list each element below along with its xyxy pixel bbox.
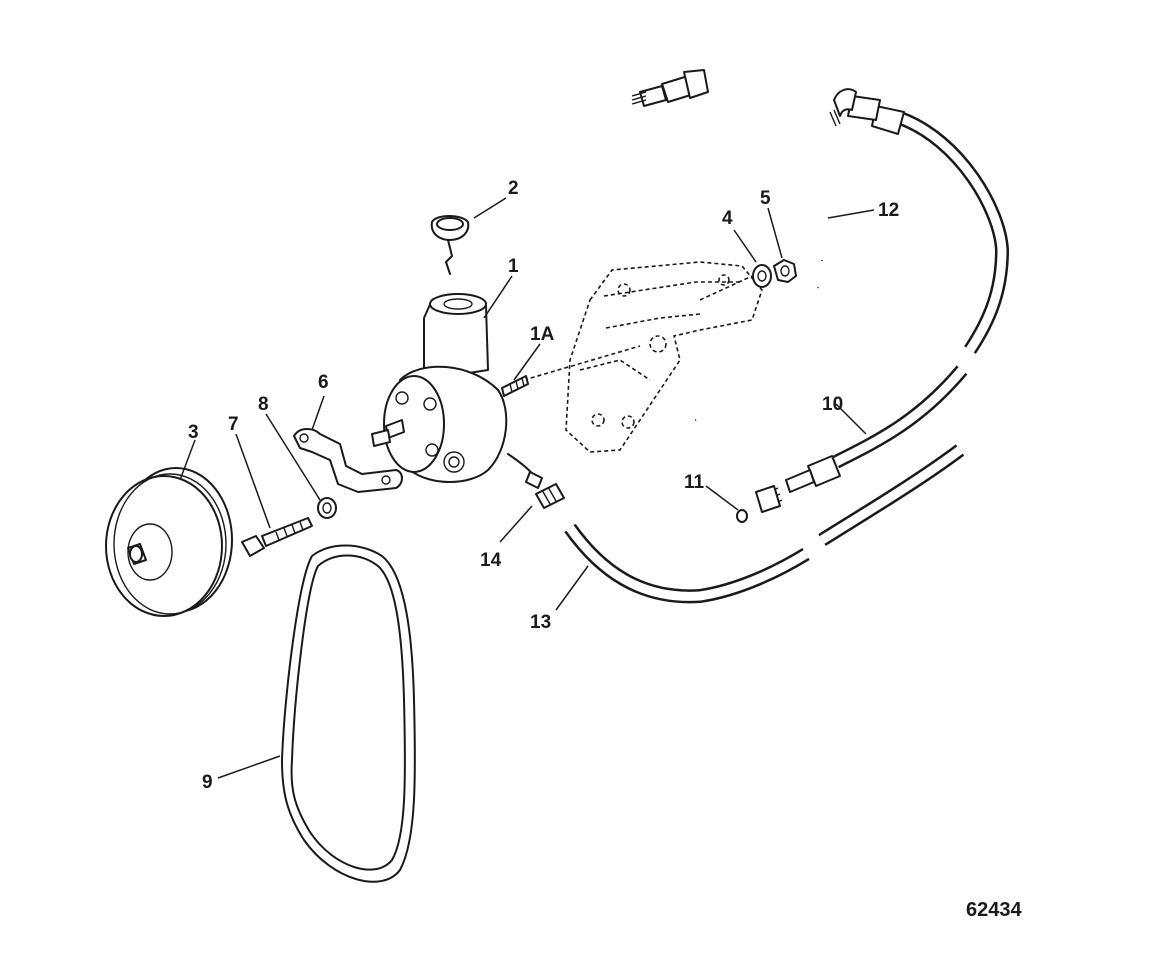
lock-washer-part-8: [317, 497, 337, 519]
callout-9: 9: [202, 772, 213, 793]
callout-10: 10: [822, 394, 843, 415]
callout-5: 5: [760, 188, 771, 209]
callout-2: 2: [508, 178, 519, 199]
bolt-part-7: [241, 517, 313, 557]
callout-11: 11: [684, 472, 705, 493]
callout-4: 4: [722, 208, 733, 229]
leader-lines: [179, 197, 875, 779]
pump-bracket-part-6: [293, 428, 403, 493]
drive-belt-part-9: [281, 544, 416, 883]
figure-number: 62434: [966, 899, 1022, 921]
callout-7: 7: [228, 414, 239, 435]
nut-part-5: [773, 259, 797, 283]
alignment-line: [523, 345, 641, 381]
callout-12: 12: [878, 200, 899, 221]
callout-14: 14: [480, 550, 502, 571]
washer-part-4: [752, 264, 772, 288]
pressure-hose-part-12: [631, 69, 827, 424]
mounting-bracket: [565, 261, 763, 453]
suction-hose-part-13: [564, 444, 965, 604]
return-hose-upper: [829, 88, 1010, 354]
o-ring-part-11: [736, 509, 748, 523]
callout-8: 8: [258, 394, 269, 415]
callout-13: 13: [530, 612, 551, 633]
callout-1: 1: [508, 256, 519, 277]
callout-1a: 1A: [530, 324, 555, 345]
callout-labels: 1 1A 2 3 4 5 6 7 8 9 10 11 12 13 14: [188, 178, 899, 793]
power-steering-pump-part-1: [371, 293, 543, 489]
alignment-line-washer: [699, 275, 753, 301]
reservoir-cap-part-2: [430, 215, 470, 275]
callout-6: 6: [318, 372, 329, 393]
callout-3: 3: [188, 422, 199, 443]
fitting-part-14: [535, 483, 565, 509]
return-hose-part-10: [755, 365, 968, 513]
pulley-part-3: [105, 467, 233, 617]
